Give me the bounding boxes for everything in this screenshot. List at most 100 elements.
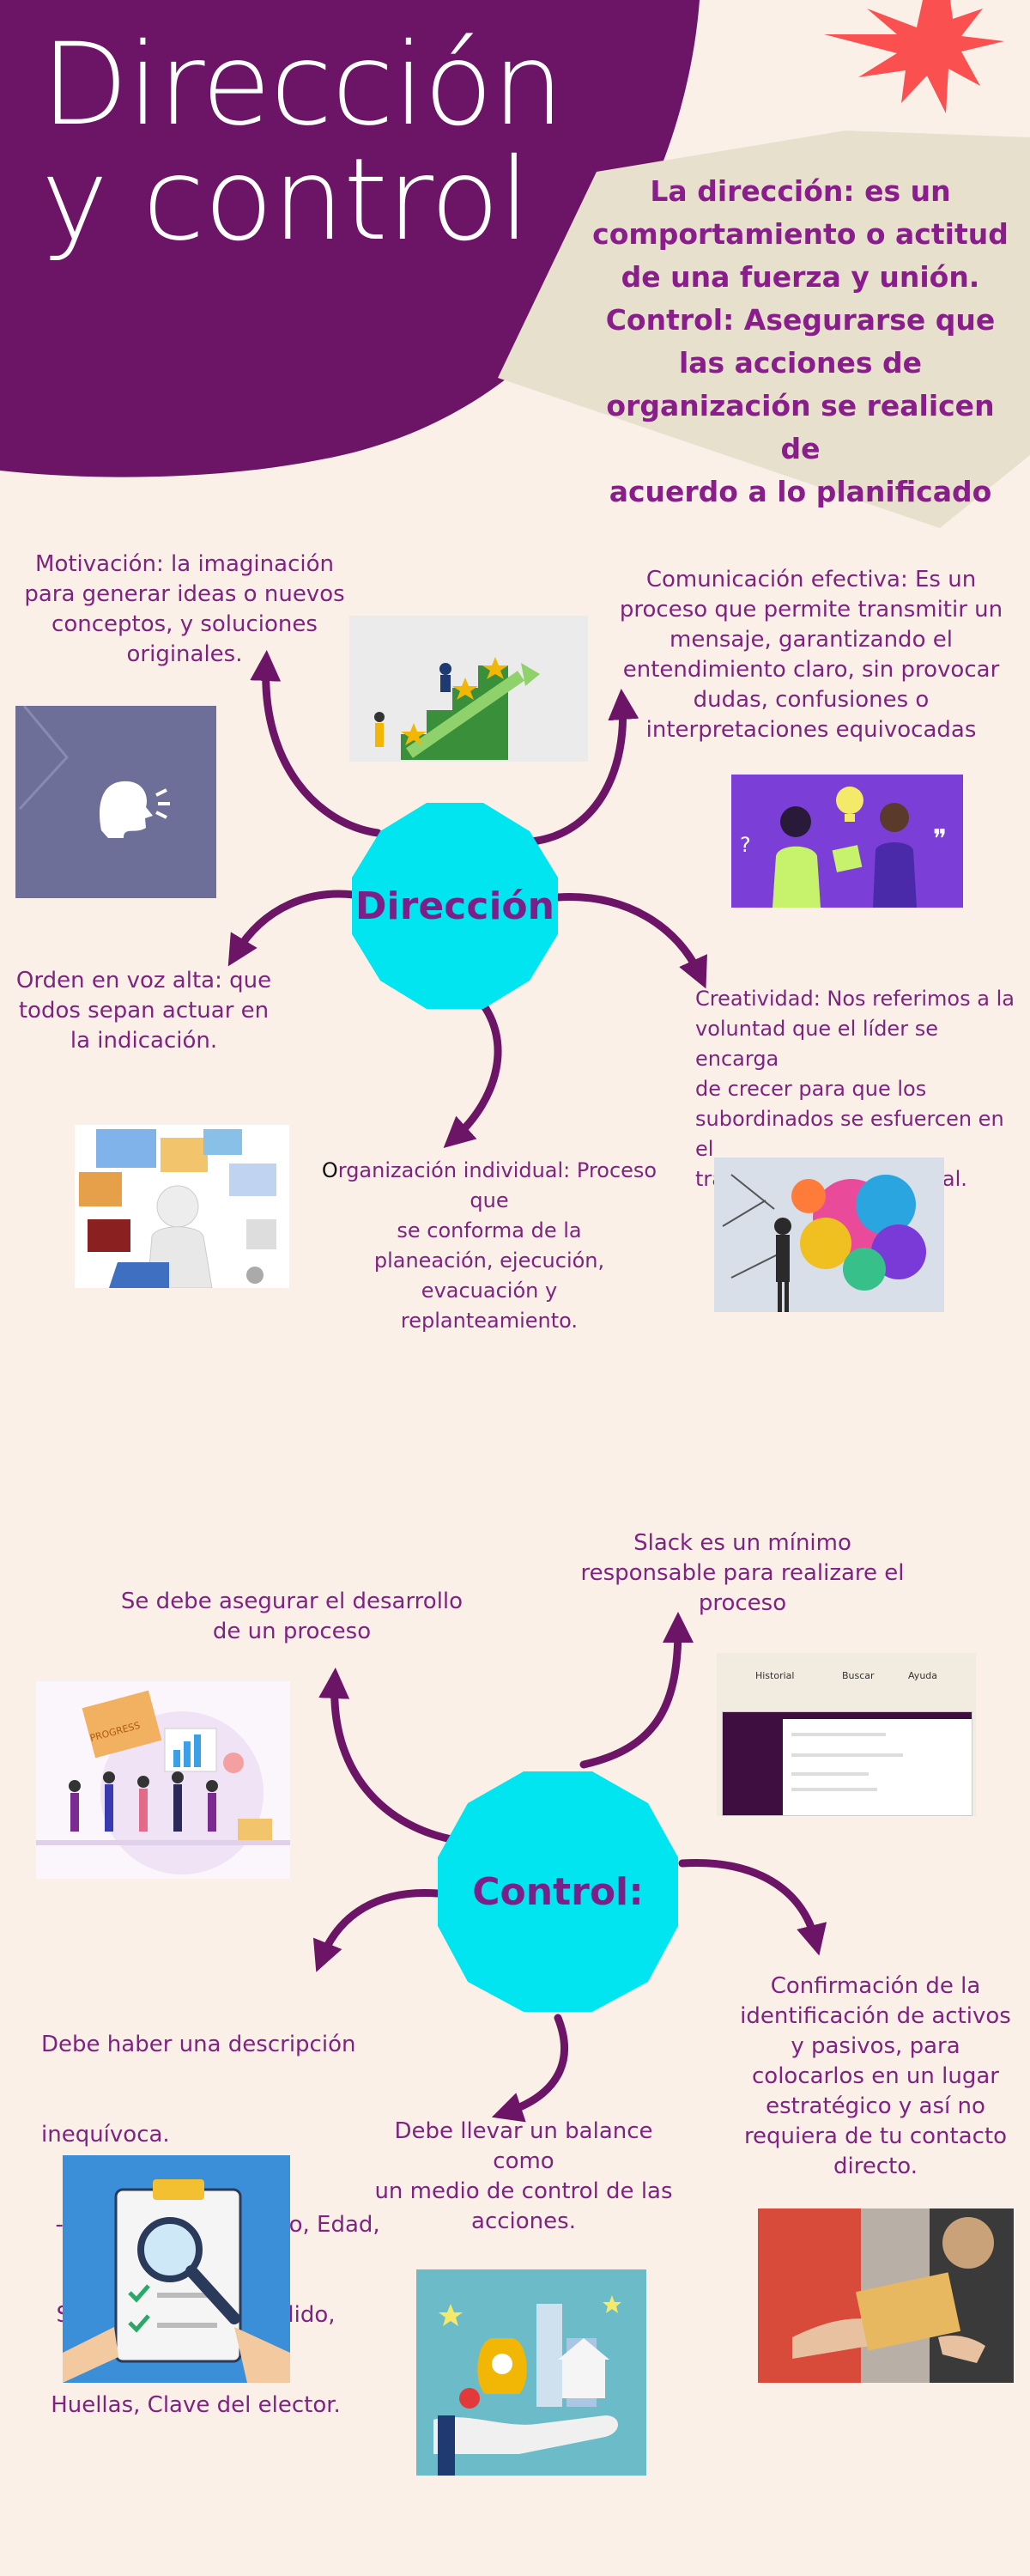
arrow-to-creatividad xyxy=(554,893,707,989)
arrow-to-slack xyxy=(579,1612,694,1769)
text-line: y pasivos, para xyxy=(791,2033,960,2059)
text-line: Comunicación efectiva: Es un xyxy=(645,567,977,592)
communication-people-illustration: ? ❞ xyxy=(740,787,947,908)
text-line: acciones. xyxy=(471,2208,576,2234)
definition-line: La dirección: es un xyxy=(650,174,951,208)
text-line: proceso que permite transmitir un xyxy=(619,597,1003,623)
text-line: Huellas, Clave del elector. xyxy=(51,2392,341,2418)
text-line: colocarlos en un lugar xyxy=(752,2063,999,2089)
text-line: dudas, confusiones o xyxy=(693,687,930,713)
arrow-to-motivacion xyxy=(250,650,382,837)
definition-line: comportamiento o actitud xyxy=(592,217,1009,251)
checklist-magnifier-illustration xyxy=(63,2179,290,2383)
balance-text: Debe llevar un balance como un medio de … xyxy=(360,2117,687,2237)
header-shapes xyxy=(0,0,1030,528)
organizacion-line-rest: rganización individual: Proceso que xyxy=(337,1158,657,1212)
text-line: Se debe asegurar el desarrollo xyxy=(120,1589,464,1614)
organizacion-text: Organización individual: Proceso que se … xyxy=(300,1156,678,1336)
money-house-picture xyxy=(416,2269,646,2476)
text-line: Debe llevar un balance como xyxy=(394,2118,653,2174)
speaking-head-icon xyxy=(18,706,170,838)
slack-text: Slack es un mínimo responsable para real… xyxy=(571,1528,914,1619)
text-line: Orden en voz alta: que xyxy=(15,968,272,993)
text-line: evacuación y xyxy=(421,1279,558,1303)
speaking-head-picture xyxy=(15,706,216,898)
text-line: replanteamiento. xyxy=(400,1309,579,1333)
text-line: subordinados se esfuercen en el xyxy=(695,1107,1004,1161)
slack-message-line xyxy=(791,1788,877,1791)
comunicacion-text: Comunicación efectiva: Es un proceso que… xyxy=(614,565,1009,745)
stairs-growth-picture xyxy=(349,616,588,762)
red-starburst-decoration xyxy=(824,0,1004,113)
text-line: identificación de activos xyxy=(740,2003,1011,2029)
slack-titlebar xyxy=(723,1712,972,1719)
svg-text:❞: ❞ xyxy=(933,824,947,854)
text-line: para generar ideas o nuevos xyxy=(24,581,345,607)
slack-message-line xyxy=(791,1772,869,1776)
stairs-growth-illustration xyxy=(374,657,540,760)
control-hub-shape xyxy=(438,1771,678,2012)
communication-people-picture: ? ❞ xyxy=(731,775,963,908)
arrow-to-descripcion xyxy=(312,1888,442,1972)
desarrollo-text: Se debe asegurar el desarrollo de un pro… xyxy=(120,1587,464,1647)
title-line-1: Dirección xyxy=(41,19,564,151)
text-line: directo. xyxy=(833,2154,918,2179)
creative-wall-illustration xyxy=(722,1174,926,1312)
progress-team-picture: PROGRESS xyxy=(36,1681,290,1879)
definition-line: organización se realicen de xyxy=(606,389,995,465)
text-line: entendimiento claro, sin provocar xyxy=(622,657,1000,683)
envelope-handoff-illustration xyxy=(758,2208,1014,2383)
progress-team-illustration: PROGRESS xyxy=(36,1690,290,1874)
text-line: mensaje, garantizando el xyxy=(670,627,953,653)
definitions-text: La dirección: es un comportamiento o act… xyxy=(592,170,1009,513)
text-line: de crecer para que los xyxy=(695,1077,927,1101)
text-line: un medio de control de las xyxy=(374,2178,673,2204)
text-line: Confirmación de la xyxy=(770,1973,981,1999)
slack-menu-historial: Historial xyxy=(754,1670,795,1681)
page-title: Dirección y control xyxy=(41,19,564,266)
definition-line: Control: Asegurarse que xyxy=(605,303,996,337)
slack-message-line xyxy=(791,1733,886,1736)
text-line: inequívoca. xyxy=(41,2122,170,2148)
creative-wall-picture xyxy=(714,1157,944,1312)
text-line: proceso xyxy=(698,1590,787,1616)
text-line: responsable para realizare el xyxy=(580,1560,905,1586)
text-line: interpretaciones equivocadas xyxy=(645,717,977,743)
envelope-handoff-picture xyxy=(758,2208,1014,2383)
text-line: Motivación: la imaginación xyxy=(35,551,334,577)
person-laptop-illustration xyxy=(79,1129,276,1288)
slack-message-line xyxy=(791,1753,903,1757)
direccion-hub-label: Dirección xyxy=(355,884,554,928)
text-line: originales. xyxy=(126,641,243,667)
arrow-to-desarrollo xyxy=(318,1668,472,1846)
text-line: conceptos, y soluciones xyxy=(52,611,318,637)
text-line: Creatividad: Nos referimos a la xyxy=(695,987,1015,1011)
control-hub-label: Control: xyxy=(472,1869,644,1914)
definition-line: las acciones de xyxy=(678,346,923,380)
slack-menu-ayuda: Ayuda xyxy=(908,1670,938,1681)
text-line: estratégico y así no xyxy=(766,2093,985,2119)
text-line: requiera de tu contacto xyxy=(743,2123,1008,2149)
slack-menu-bar: Historial Buscar Ayuda xyxy=(717,1670,976,1681)
orden-text: Orden en voz alta: que todos sepan actua… xyxy=(4,966,283,1056)
text-line: la indicación. xyxy=(70,1028,218,1054)
arrow-to-organizacion xyxy=(443,992,502,1149)
control-arrows xyxy=(312,1612,827,2123)
beige-definition-panel xyxy=(498,131,1030,528)
definition-line: acuerdo a lo planificado xyxy=(609,475,992,508)
confirmacion-text: Confirmación de la identificación de act… xyxy=(738,1971,1013,2182)
text-line: planeación, ejecución, xyxy=(373,1249,605,1273)
text-line: Slack es un mínimo xyxy=(633,1530,851,1556)
arrow-to-balance xyxy=(491,2014,568,2123)
arrow-to-confirmacion xyxy=(678,1859,827,1956)
text-line: se conforma de la xyxy=(397,1218,582,1242)
person-laptop-picture xyxy=(75,1125,289,1288)
title-line-2: y control xyxy=(41,134,530,266)
direccion-arrows xyxy=(227,650,707,1149)
text-line: voluntad que el líder se encarga xyxy=(695,1017,938,1071)
text-line: de un proceso xyxy=(212,1619,372,1644)
money-house-illustration xyxy=(433,2295,621,2476)
direccion-hub-shape xyxy=(352,803,558,1009)
text-line: Debe haber una descripción xyxy=(41,2032,356,2057)
svg-text:?: ? xyxy=(740,833,751,857)
